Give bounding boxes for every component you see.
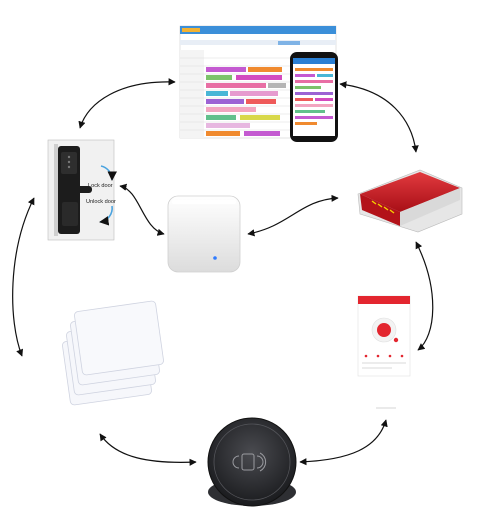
wifi-router bbox=[357, 169, 463, 233]
arrow-router-to-app bbox=[415, 241, 434, 351]
hub-status-led bbox=[213, 256, 217, 260]
mobile-app-screenshot bbox=[357, 295, 411, 377]
schedule-bookings bbox=[206, 67, 286, 136]
unlock-rotate-arrow-icon bbox=[99, 205, 113, 226]
arrow-reader-to-app bbox=[299, 419, 388, 466]
smartphone bbox=[290, 52, 338, 142]
gateway-hub bbox=[167, 195, 241, 273]
scheduling-software-screenshot bbox=[179, 25, 338, 142]
arrow-hub-to-router bbox=[247, 194, 339, 237]
unlock-door-label: Unlock door bbox=[86, 199, 116, 205]
lock-rotate-arrow-icon bbox=[100, 165, 117, 181]
rfid-reader bbox=[207, 417, 297, 507]
lock-door-label: Lock door bbox=[88, 183, 113, 189]
rfid-cards bbox=[62, 300, 164, 406]
arrow-lock-to-cards bbox=[12, 197, 35, 357]
arrow-cards-to-reader bbox=[99, 433, 197, 466]
connection-arrows bbox=[12, 78, 434, 466]
arrow-software-to-lock bbox=[78, 78, 176, 129]
contactless-icon bbox=[232, 452, 267, 472]
app-lock-button-icon bbox=[377, 323, 391, 337]
arrow-lock-to-hub bbox=[119, 183, 165, 236]
smart-door-lock: Lock door Unlock door bbox=[47, 139, 117, 241]
arrow-software-to-router bbox=[339, 81, 419, 153]
